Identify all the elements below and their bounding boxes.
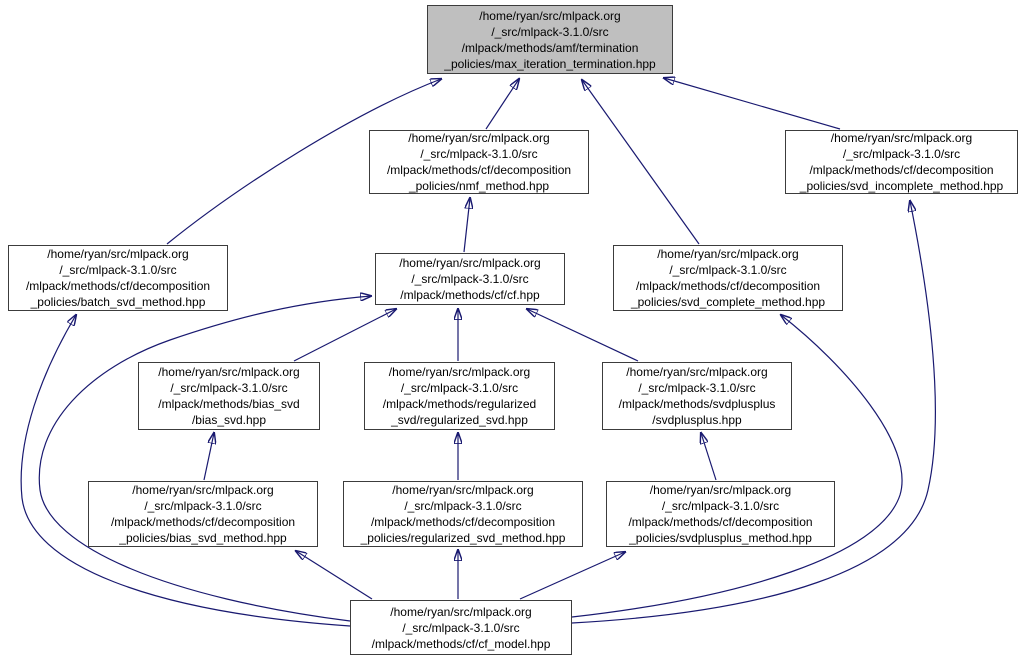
node-text-line: /mlpack/methods/cf/decomposition <box>635 279 821 293</box>
node-text-line: /mlpack/methods/cf/decomposition <box>110 515 296 529</box>
node-text-line: /mlpack/methods/cf/cf.hpp <box>400 288 540 302</box>
node-text-line: /mlpack/methods/cf/decomposition <box>370 515 556 529</box>
edge-nmf_method-max_iteration_termination <box>485 79 519 130</box>
node-svdplusplus-method[interactable]: /home/ryan/src/mlpack.org /_src/mlpack-3… <box>606 481 835 547</box>
node-text-line: /mlpack/methods/cf/decomposition <box>809 163 994 177</box>
node-text-line: /_src/mlpack-3.1.0/src <box>170 381 288 395</box>
node-text-line: /_src/mlpack-3.1.0/src <box>669 263 787 277</box>
node-text-line: _policies/svdplusplus_method.hpp <box>629 531 812 545</box>
node-text-line: /_src/mlpack-3.1.0/src <box>411 272 529 286</box>
node-svdplusplus[interactable]: /home/ryan/src/mlpack.org /_src/mlpack-3… <box>602 362 792 430</box>
edge-svd_incomplete_method-max_iteration_termination <box>664 78 841 130</box>
node-text-line: /_src/mlpack-3.1.0/src <box>402 620 520 635</box>
node-cf[interactable]: /home/ryan/src/mlpack.org /_src/mlpack-3… <box>375 253 565 305</box>
node-text-line: _policies/bias_svd_method.hpp <box>119 531 287 545</box>
node-text-line: /svdplusplus.hpp <box>652 413 742 427</box>
edge-cf_model-bias_svd_method <box>296 551 373 600</box>
node-text-line: /home/ryan/src/mlpack.org <box>479 8 621 23</box>
node-text-line: /_src/mlpack-3.1.0/src <box>842 147 961 161</box>
node-text-line: /home/ryan/src/mlpack.org <box>399 256 541 270</box>
edge-cf_model-svd_complete_method <box>571 315 903 618</box>
node-text-line: _policies/regularized_svd_method.hpp <box>360 531 566 545</box>
edge-svdplusplus-cf <box>527 309 639 362</box>
node-text-line: /mlpack/methods/cf/decomposition <box>25 279 211 293</box>
node-regularized-svd-method[interactable]: /home/ryan/src/mlpack.org /_src/mlpack-3… <box>343 481 583 547</box>
node-text-line: _policies/batch_svd_method.hpp <box>30 295 206 309</box>
node-text-line: /_src/mlpack-3.1.0/src <box>491 24 609 39</box>
node-bias-svd-method[interactable]: /home/ryan/src/mlpack.org /_src/mlpack-3… <box>88 481 318 547</box>
node-text-line: /_src/mlpack-3.1.0/src <box>661 499 780 513</box>
node-text-line: /mlpack/methods/cf/cf_model.hpp <box>371 636 551 651</box>
node-text-line: /home/ryan/src/mlpack.org <box>657 247 799 261</box>
node-regularized-svd[interactable]: /home/ryan/src/mlpack.org /_src/mlpack-3… <box>364 362 555 430</box>
node-text-line: _policies/max_iteration_termination.hpp <box>444 56 656 71</box>
node-text-line: _svd/regularized_svd.hpp <box>391 413 528 427</box>
node-text-line: /_src/mlpack-3.1.0/src <box>638 381 756 395</box>
node-text-line: _policies/nmf_method.hpp <box>408 179 550 193</box>
node-text-line: /home/ryan/src/mlpack.org <box>158 365 300 379</box>
node-text-line: /_src/mlpack-3.1.0/src <box>400 381 519 395</box>
edge-bias_svd-cf <box>293 309 396 362</box>
node-text-line: /mlpack/methods/cf/decomposition <box>628 515 813 529</box>
node-text-line: /mlpack/methods/svdplusplus <box>618 397 776 411</box>
edge-svdplusplus_method-svdplusplus <box>701 433 717 481</box>
node-text-line: /_src/mlpack-3.1.0/src <box>404 499 522 513</box>
node-text-line: /home/ryan/src/mlpack.org <box>390 604 532 619</box>
node-text-line: /_src/mlpack-3.1.0/src <box>144 499 262 513</box>
node-text-line: /mlpack/methods/amf/termination <box>461 40 639 55</box>
node-batch-svd-method[interactable]: /home/ryan/src/mlpack.org /_src/mlpack-3… <box>8 245 228 311</box>
node-text-line: /home/ryan/src/mlpack.org <box>626 365 768 379</box>
node-svd-complete-method[interactable]: /home/ryan/src/mlpack.org /_src/mlpack-3… <box>613 245 843 311</box>
node-bias-svd[interactable]: /home/ryan/src/mlpack.org /_src/mlpack-3… <box>138 362 320 430</box>
node-text-line: /bias_svd.hpp <box>191 413 267 427</box>
node-text-line: /mlpack/methods/bias_svd <box>158 397 300 411</box>
node-text-line: /mlpack/methods/cf/decomposition <box>386 163 572 177</box>
node-text-line: /home/ryan/src/mlpack.org <box>47 247 189 261</box>
node-svd-incomplete-method[interactable]: /home/ryan/src/mlpack.org /_src/mlpack-3… <box>785 130 1018 194</box>
node-text-line: /home/ryan/src/mlpack.org <box>392 483 534 497</box>
node-text-line: /home/ryan/src/mlpack.org <box>649 483 792 497</box>
node-text-line: _policies/svd_complete_method.hpp <box>630 295 826 309</box>
edge-cf_model-cf <box>38 296 371 622</box>
edge-cf-nmf_method <box>463 198 470 253</box>
node-nmf-method[interactable]: /home/ryan/src/mlpack.org /_src/mlpack-3… <box>369 130 589 194</box>
node-cf-model[interactable]: /home/ryan/src/mlpack.org /_src/mlpack-3… <box>350 600 572 655</box>
edge-bias_svd_method-bias_svd <box>203 433 214 481</box>
node-text-line: /home/ryan/src/mlpack.org <box>830 131 973 145</box>
node-text-line: /mlpack/methods/regularized <box>382 397 537 411</box>
node-text-line: /_src/mlpack-3.1.0/src <box>59 263 177 277</box>
edge-cf_model-svdplusplus_method <box>519 552 625 600</box>
node-text-line: /_src/mlpack-3.1.0/src <box>420 147 538 161</box>
edge-svd_complete_method-max_iteration_termination <box>582 80 700 245</box>
node-text-line: /home/ryan/src/mlpack.org <box>132 483 274 497</box>
node-text-line: _policies/svd_incomplete_method.hpp <box>799 179 1004 193</box>
node-text-line: /home/ryan/src/mlpack.org <box>408 131 550 145</box>
node-max-iteration-termination[interactable]: /home/ryan/src/mlpack.org /_src/mlpack-3… <box>427 5 673 74</box>
node-text-line: /home/ryan/src/mlpack.org <box>388 365 531 379</box>
